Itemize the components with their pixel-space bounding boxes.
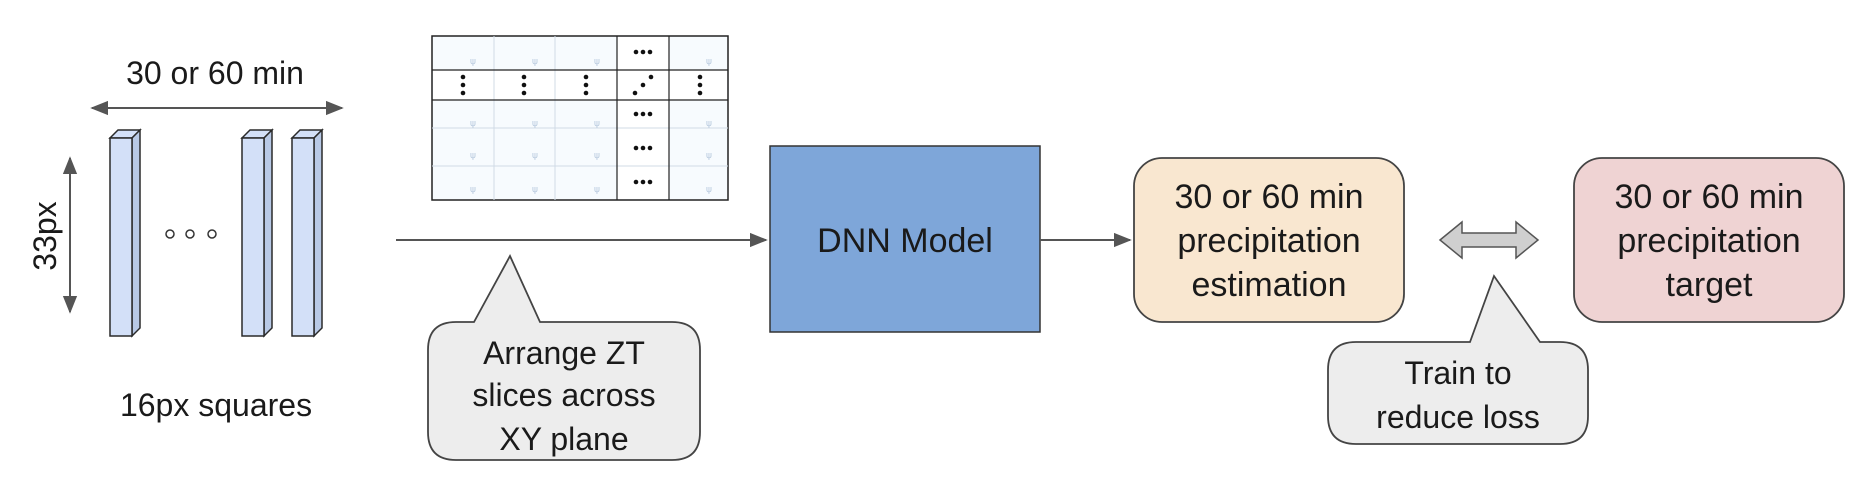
slice-ellipsis-icon <box>165 229 217 239</box>
svg-text:ψ: ψ <box>594 185 600 195</box>
estimation-line: 30 or 60 min <box>1175 178 1364 216</box>
svg-text:ψ: ψ <box>532 151 538 161</box>
svg-text:ψ: ψ <box>470 119 476 129</box>
svg-text:ψ: ψ <box>470 185 476 195</box>
target-line: 30 or 60 min <box>1615 178 1804 216</box>
svg-text:ψ: ψ <box>532 57 538 67</box>
svg-text:ψ: ψ <box>706 185 712 195</box>
arranged-grid-thumbnail: ψ ψ ψ ψ ψ ψ ψ ψ ψ ψ ψ ψ ψ ψ ψ ψ <box>431 35 729 201</box>
svg-text:ψ: ψ <box>706 57 712 67</box>
estimation-line: precipitation <box>1177 222 1360 260</box>
svg-text:ψ: ψ <box>594 151 600 161</box>
dnn-model-box: DNN Model <box>769 145 1041 333</box>
svg-text:ψ: ψ <box>594 57 600 67</box>
input-block: 30 or 60 min 33px 16px squares <box>27 55 344 423</box>
time-label: 30 or 60 min <box>126 55 304 91</box>
loss-callout-line: reduce loss <box>1376 399 1540 435</box>
svg-text:ψ: ψ <box>470 57 476 67</box>
loss-callout: Train to reduce loss <box>1327 274 1589 445</box>
arrange-callout-line: slices across <box>472 377 655 413</box>
estimation-line: estimation <box>1192 266 1347 304</box>
target-box: 30 or 60 min precipitation target <box>1573 157 1845 323</box>
input-slice <box>290 128 324 338</box>
estimation-box: 30 or 60 min precipitation estimation <box>1133 157 1405 323</box>
loss-double-arrow-icon <box>1438 220 1540 260</box>
svg-text:ψ: ψ <box>470 151 476 161</box>
target-line: target <box>1666 266 1753 304</box>
target-line: precipitation <box>1617 222 1800 260</box>
svg-text:ψ: ψ <box>532 185 538 195</box>
svg-text:ψ: ψ <box>594 119 600 129</box>
dnn-model-label: DNN Model <box>817 222 993 260</box>
input-slice <box>108 128 142 338</box>
loss-callout-line: Train to <box>1404 355 1511 391</box>
arrange-callout-line: Arrange ZT <box>483 335 645 371</box>
svg-text:ψ: ψ <box>706 151 712 161</box>
input-caption: 16px squares <box>120 387 312 423</box>
arrange-callout: Arrange ZT slices across XY plane <box>427 253 701 461</box>
arrange-callout-line: XY plane <box>499 421 628 457</box>
input-slice <box>240 128 274 338</box>
svg-text:ψ: ψ <box>532 119 538 129</box>
height-label: 33px <box>27 201 63 270</box>
svg-text:ψ: ψ <box>706 119 712 129</box>
